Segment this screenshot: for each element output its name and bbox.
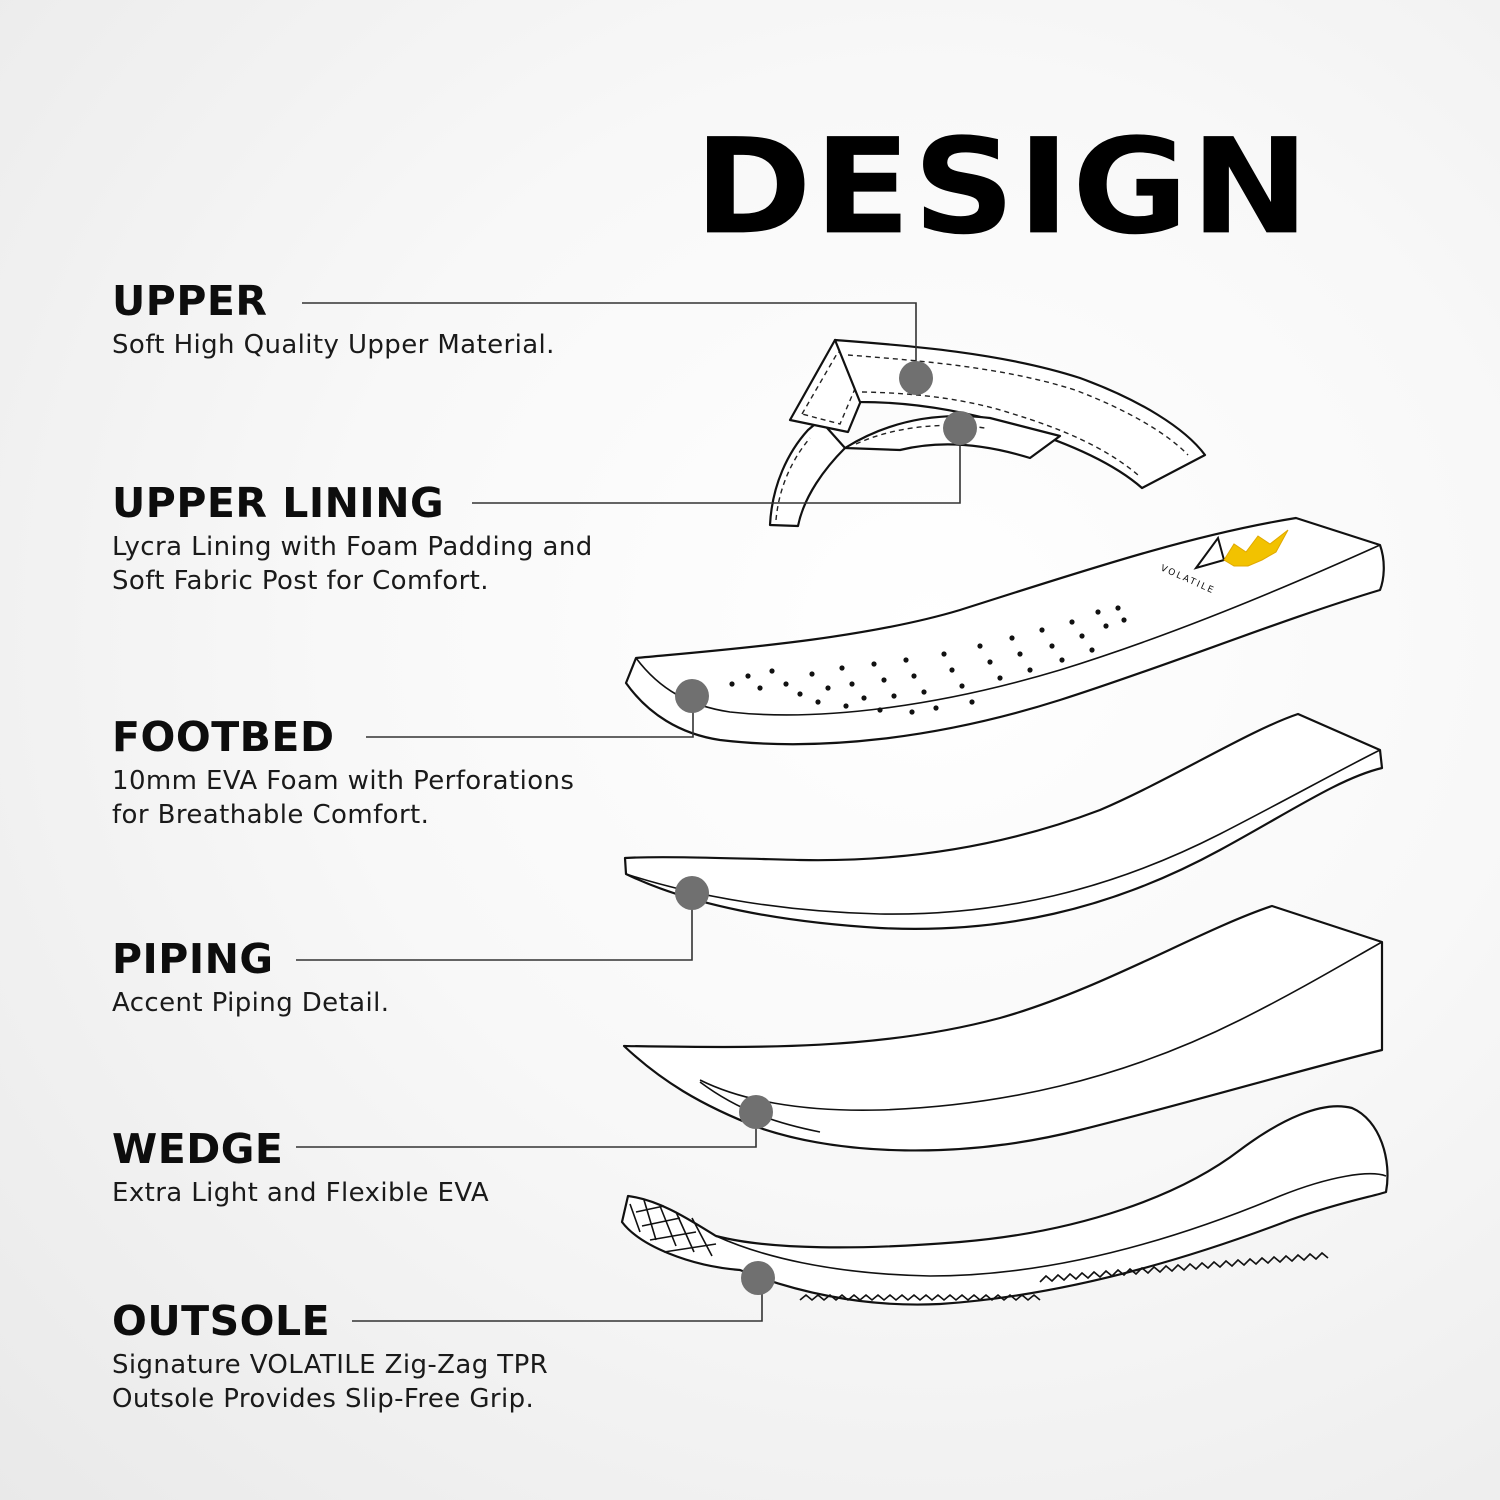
sandal-wedge — [622, 904, 1384, 1152]
leader-upper-lining — [472, 411, 977, 504]
sandal-strap — [768, 338, 1207, 528]
callout-heading: FOOTBED — [112, 713, 335, 761]
sandal-piping — [623, 712, 1384, 930]
callout-heading: PIPING — [112, 935, 274, 983]
callout-upper-lining: UPPER LINING Lycra Lining with Foam Padd… — [112, 480, 593, 598]
callout-heading: UPPER LINING — [112, 479, 445, 527]
leader-footbed — [366, 679, 709, 738]
marker-dot — [943, 411, 977, 445]
marker-dot — [739, 1095, 773, 1129]
callout-description: Accent Piping Detail. — [112, 988, 390, 1018]
perforation-pattern — [729, 605, 1127, 715]
marker-dot — [899, 361, 933, 395]
callout-heading: UPPER — [112, 277, 268, 325]
sandal-footbed: VOLATILE — [624, 516, 1385, 746]
callout-footbed: FOOTBED 10mm EVA Foam with Perforations … — [112, 714, 574, 832]
callout-description: Extra Light and Flexible EVA — [112, 1178, 490, 1208]
marker-dot — [675, 876, 709, 910]
leader-piping — [296, 876, 709, 961]
page-title: DESIGN — [694, 110, 1312, 265]
callout-heading: WEDGE — [112, 1125, 284, 1173]
marker-dot — [741, 1261, 775, 1295]
callout-piping: PIPING Accent Piping Detail. — [112, 936, 389, 1020]
callout-wedge: WEDGE Extra Light and Flexible EVA — [112, 1126, 489, 1210]
callout-upper: UPPER Soft High Quality Upper Material. — [112, 278, 555, 362]
leader-upper — [302, 302, 933, 395]
callout-description: 10mm EVA Foam with Perforations for Brea… — [112, 766, 575, 830]
leader-wedge — [296, 1095, 773, 1148]
callout-description: Soft High Quality Upper Material. — [112, 330, 555, 360]
callout-outsole: OUTSOLE Signature VOLATILE Zig-Zag TPR O… — [112, 1298, 548, 1416]
leader-outsole — [352, 1261, 775, 1322]
callout-description: Signature VOLATILE Zig-Zag TPR Outsole P… — [112, 1350, 549, 1414]
marker-dot — [675, 679, 709, 713]
callout-description: Lycra Lining with Foam Padding and Soft … — [112, 532, 593, 596]
callout-heading: OUTSOLE — [112, 1297, 331, 1345]
sandal-outsole — [620, 1105, 1389, 1306]
